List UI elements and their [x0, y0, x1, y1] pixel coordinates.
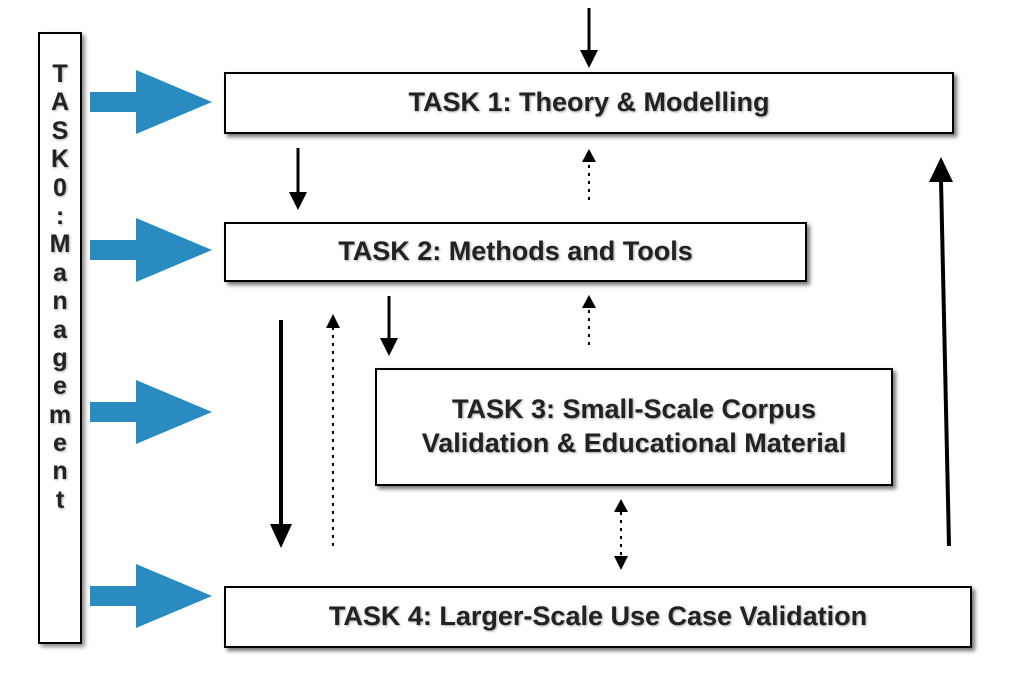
task0-label-char: a	[53, 315, 67, 344]
arrow-task4-to-task2-dotted-head	[326, 314, 340, 328]
arrow-input-task1-head	[580, 50, 598, 68]
arrow-task3-task4-dotted-head-up	[614, 499, 628, 512]
management-arrow-to-task1	[90, 70, 212, 134]
arrow-task4-to-task1	[939, 179, 951, 547]
task2-box: TASK 2: Methods and Tools	[224, 222, 807, 282]
task0-label-char: m	[48, 400, 72, 429]
arrow-task3-to-task2-dotted-head	[582, 295, 596, 308]
task0-label-char: 0	[53, 173, 67, 202]
task2-label: TASK 2: Methods and Tools	[338, 236, 693, 267]
arrow-task4-to-task1-head	[929, 157, 953, 182]
arrow-task2-to-task1-dotted-head	[582, 149, 596, 162]
management-arrow-to-task4	[90, 564, 212, 628]
task0-label-char: K	[50, 145, 70, 174]
task0-label-char: A	[50, 88, 70, 117]
task1-box: TASK 1: Theory & Modelling	[224, 72, 954, 134]
task0-label-char: :	[55, 201, 65, 230]
task0-label-char: a	[53, 258, 67, 287]
task0-label-char: n	[52, 457, 68, 486]
management-arrow-to-task3	[90, 380, 212, 444]
task0-label-char: e	[53, 429, 67, 458]
arrow-task3-task4-dotted-head-down	[614, 556, 628, 570]
task0-label-char: T	[52, 60, 68, 88]
task4-label: TASK 4: Larger-Scale Use Case Validation	[328, 601, 868, 632]
task1-label: TASK 1: Theory & Modelling	[408, 87, 770, 118]
task0-label-char: e	[53, 372, 67, 401]
arrow-task2-to-task4-head	[270, 524, 292, 548]
task0-label-char: M	[49, 230, 71, 259]
task0-label-char: S	[51, 116, 69, 145]
task0-label-char: n	[52, 287, 68, 316]
task4-box: TASK 4: Larger-Scale Use Case Validation	[224, 586, 972, 648]
task3-box: TASK 3: Small-Scale Corpus Validation & …	[375, 368, 893, 486]
task0-label-char: t	[55, 485, 65, 514]
task0-label-char: g	[52, 343, 68, 372]
arrow-task1-to-task2-head	[289, 192, 307, 210]
task3-label: TASK 3: Small-Scale Corpus Validation & …	[421, 394, 847, 458]
arrow-task2-to-task3-head	[380, 338, 398, 356]
management-arrow-to-task2	[90, 218, 212, 282]
